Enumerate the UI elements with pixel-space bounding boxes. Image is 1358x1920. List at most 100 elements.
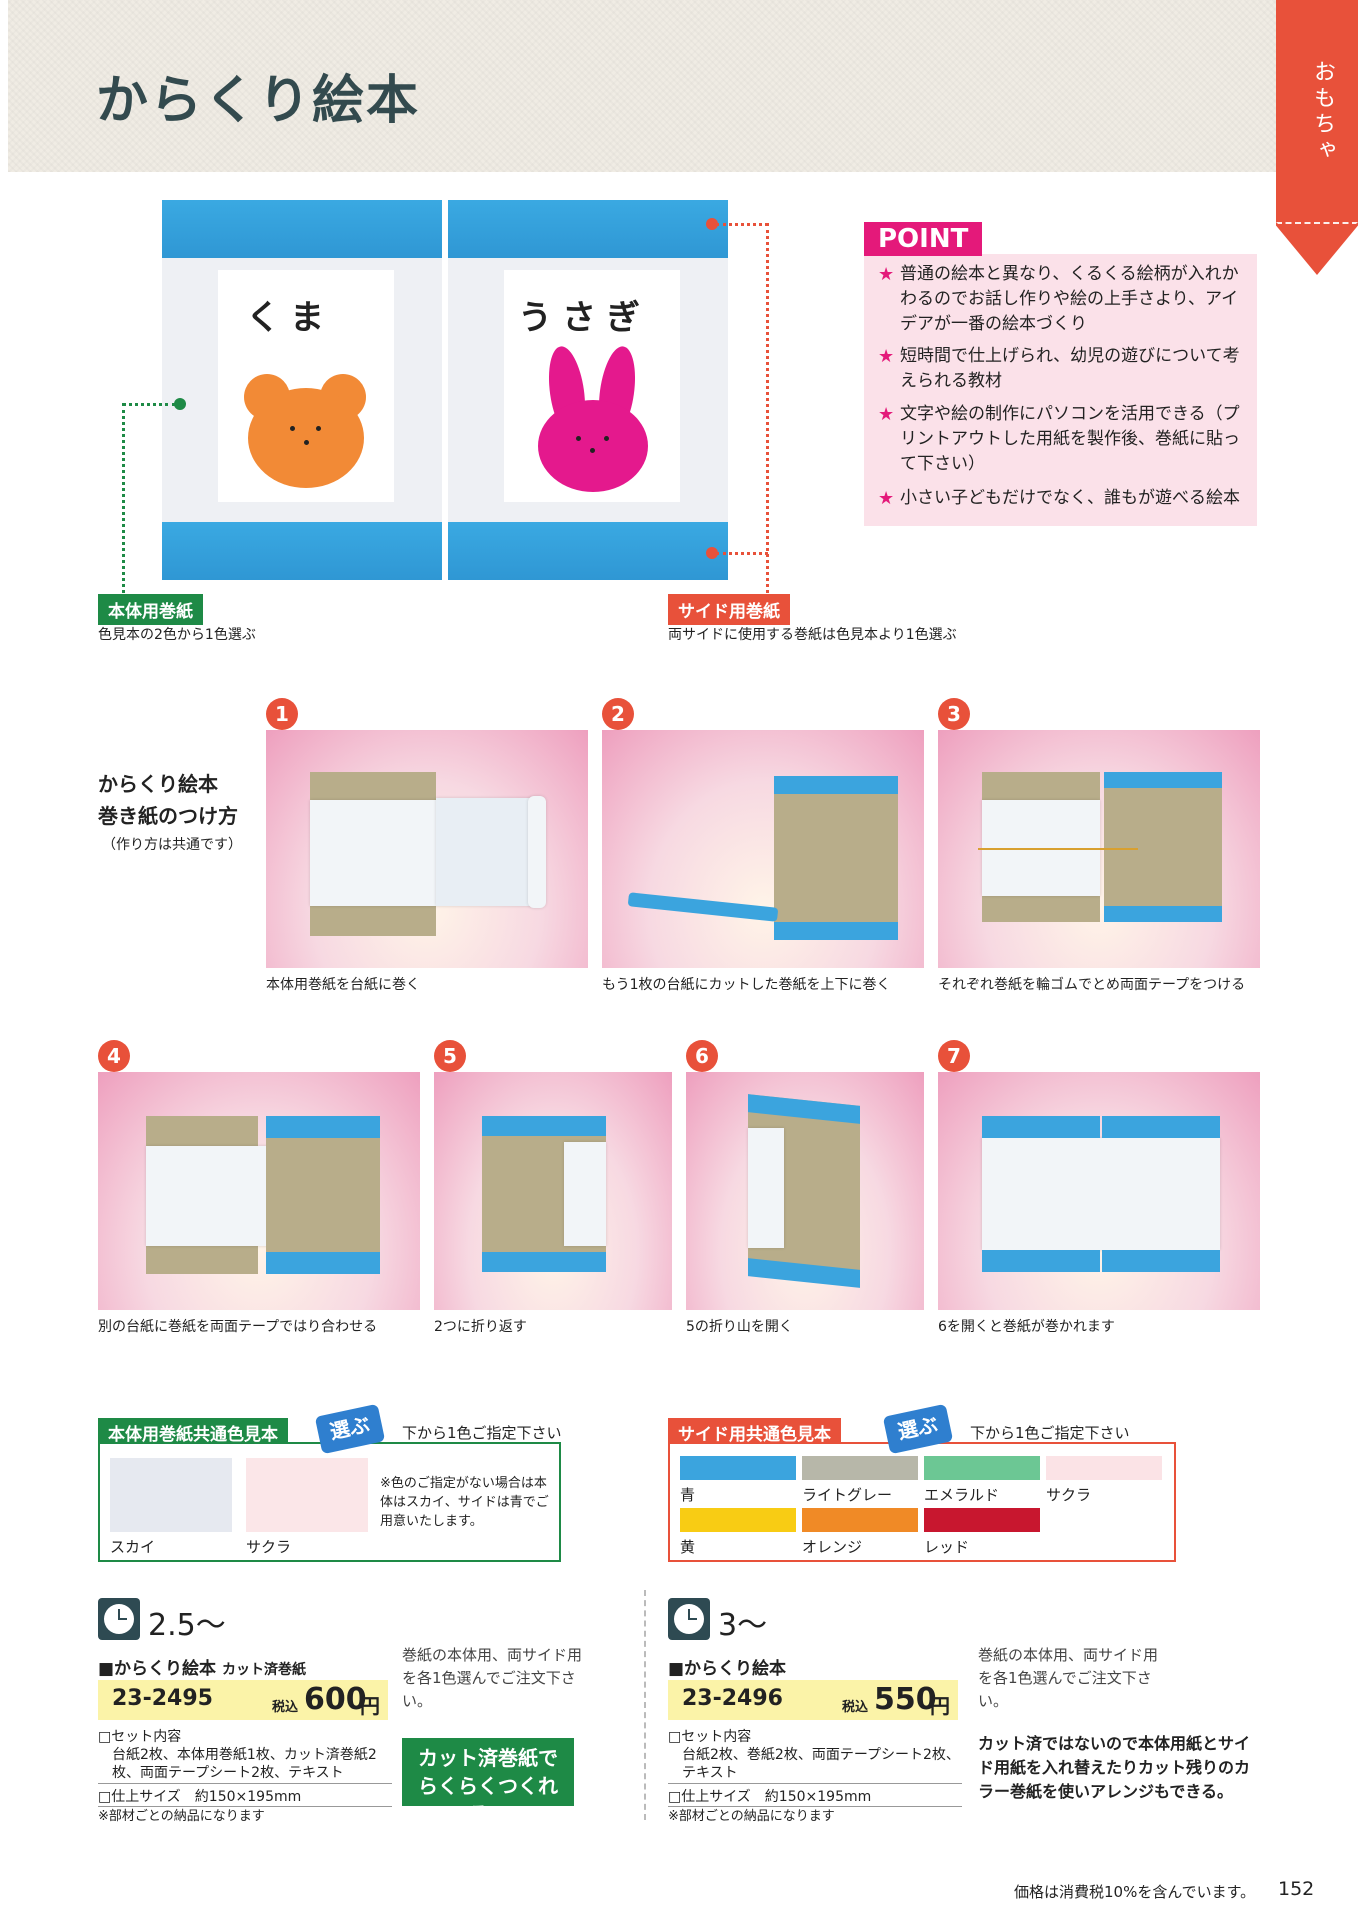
side-samples-title: サイド用共通色見本	[668, 1418, 841, 1445]
clock-icon	[98, 1598, 140, 1640]
point-item: ★短時間で仕上げられ、幼児の遊びについて考えられる教材	[878, 344, 1248, 394]
clock-icon	[668, 1598, 710, 1640]
hero-photo: くま うさぎ	[162, 200, 728, 580]
body-wrap-label: 本体用巻紙	[98, 594, 203, 625]
step-4-photo	[98, 1072, 420, 1310]
star-icon: ★	[878, 488, 895, 509]
point-item: ★文字や絵の制作にパソコンを活用できる（プリントアウトした用紙を製作後、巻紙に貼…	[878, 402, 1248, 477]
category-tab	[1276, 0, 1358, 275]
cut-paper-banner: カット済巻紙でらくらくつくれる!!	[402, 1738, 574, 1826]
finished-size: □仕上サイズ 約150×195mm	[668, 1789, 872, 1805]
step-2-number: 2	[602, 698, 634, 730]
price-bar	[98, 1680, 388, 1720]
price: 600	[304, 1682, 367, 1717]
point-item: ★小さい子どもだけでなく、誰もが遊べる絵本	[878, 488, 1240, 509]
swatch-label: レッド	[924, 1538, 970, 1556]
set-contents: 台紙2枚、巻紙2枚、両面テープシート2枚、テキスト	[682, 1747, 960, 1781]
swatch-sakura[interactable]	[1046, 1456, 1162, 1480]
side-samples-instruction: 下から1色ご指定下さい	[970, 1424, 1130, 1442]
body-wrap-pointer-dot	[174, 398, 186, 410]
step-7-caption: 6を開くと巻紙が巻かれます	[938, 1319, 1115, 1335]
steps-subtitle: （作り方は共通です）	[102, 837, 242, 853]
star-icon: ★	[878, 404, 895, 425]
time-estimate: 2.5〜	[148, 1608, 226, 1643]
step-2-caption: もう1枚の台紙にカットした巻紙を上下に巻く	[602, 977, 891, 993]
header-band	[8, 0, 1276, 172]
side-wrap-label: サイド用巻紙	[668, 594, 790, 625]
point-item: ★普通の絵本と異なり、くるくる絵柄が入れかわるのでお話し作りや絵の上手さより、ア…	[878, 262, 1248, 337]
swatch-label: サクラ	[246, 1538, 292, 1556]
category-tab-stitch	[1276, 222, 1358, 262]
order-note: 巻紙の本体用、両サイド用を各1色選んでご注文下さい。	[402, 1646, 583, 1710]
bear-card: くま	[218, 270, 394, 502]
swatch-label: オレンジ	[802, 1538, 863, 1556]
swatch-yellow[interactable]	[680, 1508, 796, 1532]
hero-right-page: うさぎ	[448, 200, 728, 580]
step-7-photo	[938, 1072, 1260, 1310]
step-1-caption: 本体用巻紙を台紙に巻く	[266, 977, 420, 993]
side-wrap-caption: 両サイドに使用する巻紙は色見本より1色選ぶ	[668, 627, 957, 643]
set-contents: 台紙2枚、本体用巻紙1枚、カット済巻紙2枚、両面テープシート2枚、テキスト	[112, 1747, 377, 1781]
step-7-number: 7	[938, 1040, 970, 1072]
body-samples-title: 本体用巻紙共通色見本	[98, 1418, 288, 1445]
product-name: ■からくり絵本	[668, 1659, 787, 1679]
swatch-label: エメラルド	[924, 1486, 1000, 1504]
product-code: 23-2496	[682, 1686, 783, 1711]
yen-unit: 円	[930, 1694, 950, 1718]
step-5-caption: 2つに折り返す	[434, 1319, 527, 1335]
point-box	[864, 254, 1257, 526]
step-4-caption: 別の台紙に巻紙を両面テープではり合わせる	[98, 1319, 378, 1335]
swatch-label: ライトグレー	[802, 1486, 893, 1504]
swatch-label: 青	[680, 1486, 696, 1504]
arrange-note: カット済ではないので本体用紙とサイド用紙を入れ替えたりカット残りのカラー巻紙を使…	[978, 1734, 1251, 1801]
swatch-blue[interactable]	[680, 1456, 796, 1480]
swatch-sakura[interactable]	[246, 1458, 368, 1532]
step-2-photo	[602, 730, 924, 968]
step-5-number: 5	[434, 1040, 466, 1072]
rabbit-card: うさぎ	[504, 270, 680, 502]
step-1-number: 1	[266, 698, 298, 730]
set-title: □セット内容	[98, 1729, 182, 1745]
price-bar	[668, 1680, 958, 1720]
swatch-light-gray[interactable]	[802, 1456, 918, 1480]
swatch-label: スカイ	[110, 1538, 156, 1556]
time-estimate: 3〜	[718, 1608, 768, 1643]
set-title: □セット内容	[668, 1729, 752, 1745]
swatch-emerald[interactable]	[924, 1456, 1040, 1480]
hero-left-page: くま	[162, 200, 442, 580]
product-code: 23-2495	[112, 1686, 213, 1711]
default-color-note: ※色のご指定がない場合は本体はスカイ、サイドは青でご用意いたします。	[380, 1476, 549, 1529]
side-wrap-pointer-dot-bottom	[706, 547, 718, 559]
bear-face-icon	[248, 388, 364, 488]
star-icon: ★	[878, 264, 895, 285]
price: 550	[874, 1682, 937, 1717]
star-icon: ★	[878, 346, 895, 367]
step-6-caption: 5の折り山を開く	[686, 1319, 793, 1335]
side-wrap-pointer-dot-top	[706, 218, 718, 230]
swatch-orange[interactable]	[802, 1508, 918, 1532]
step-3-photo	[938, 730, 1260, 968]
step-4-number: 4	[98, 1040, 130, 1072]
swatch-sky[interactable]	[110, 1458, 232, 1532]
step-3-caption: それぞれ巻紙を輪ゴムでとめ両面テープをつける	[938, 977, 1246, 993]
step-3-number: 3	[938, 698, 970, 730]
step-6-photo	[686, 1072, 924, 1310]
page-title: からくり絵本	[96, 71, 421, 131]
page-number: 152	[1278, 1878, 1315, 1900]
tax-label: 税込	[272, 1700, 299, 1715]
delivery-note: ※部材ごとの納品になります	[98, 1809, 265, 1824]
bear-kana: くま	[246, 298, 334, 338]
swatch-label: 黄	[680, 1538, 696, 1556]
delivery-note: ※部材ごとの納品になります	[668, 1809, 835, 1824]
swatch-red[interactable]	[924, 1508, 1040, 1532]
point-tag: POINT	[864, 222, 983, 256]
step-6-number: 6	[686, 1040, 718, 1072]
swatch-label: サクラ	[1046, 1486, 1092, 1504]
body-samples-instruction: 下から1色ご指定下さい	[402, 1424, 562, 1442]
tax-footnote: 価格は消費税10%を含んでいます。	[1014, 1883, 1256, 1901]
rabbit-kana: うさぎ	[518, 298, 650, 338]
step-1-photo	[266, 730, 588, 968]
product-divider	[644, 1590, 646, 1820]
tax-label: 税込	[842, 1700, 869, 1715]
finished-size: □仕上サイズ 約150×195mm	[98, 1789, 302, 1805]
